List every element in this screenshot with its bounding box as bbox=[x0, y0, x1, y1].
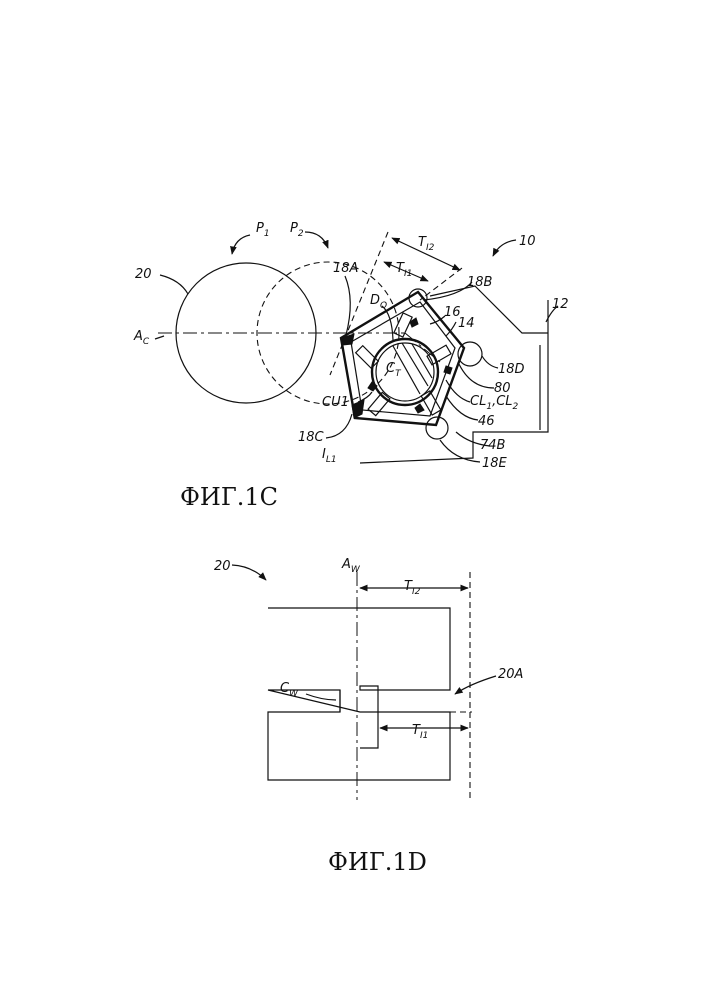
label-cw: CW bbox=[280, 681, 299, 699]
leader-20-arrow bbox=[232, 565, 266, 580]
leader-ac bbox=[155, 336, 164, 339]
leader-18c bbox=[326, 414, 352, 438]
chip-breaker-3 bbox=[415, 404, 424, 413]
ref-label-18c: 18C bbox=[298, 430, 325, 445]
label-p1: P1 bbox=[256, 221, 270, 239]
figure-caption-1d: ФИГ.1D bbox=[328, 848, 427, 876]
leader-80 bbox=[458, 362, 494, 388]
figure-1d: 20 AW TI2 CW 20A TI1 ФИГ.1D bbox=[214, 557, 523, 876]
label-ti2: TI2 bbox=[418, 235, 435, 253]
leader-10-arrow bbox=[493, 240, 516, 256]
ref-label-74b: 74B bbox=[480, 438, 506, 453]
leader-cw bbox=[306, 694, 336, 700]
figure-caption-1c: ФИГ.1С bbox=[180, 483, 278, 511]
label-il1: IL1 bbox=[322, 447, 337, 465]
label-ct: CT bbox=[386, 361, 402, 379]
leader-p1-arrow bbox=[232, 235, 250, 254]
ref-label-18d: 18D bbox=[498, 362, 525, 377]
ref-label-20a: 20A bbox=[498, 667, 523, 682]
ref-label-18a: 18A bbox=[333, 261, 358, 276]
central-hole-inner bbox=[376, 343, 434, 401]
ref-label-20: 20 bbox=[214, 559, 231, 574]
label-do: DO bbox=[370, 293, 387, 311]
tool-holder-outline bbox=[360, 300, 548, 463]
leader-20a-arrow bbox=[455, 676, 496, 694]
ref-label-10: 10 bbox=[519, 234, 536, 249]
ref-label-46: 46 bbox=[478, 414, 495, 429]
label-cl: CL1,CL2 bbox=[470, 394, 519, 412]
chip-groove-2 bbox=[427, 345, 451, 365]
leader-18d bbox=[482, 356, 498, 368]
label-ac: AC bbox=[133, 329, 150, 347]
chip-breaker-4 bbox=[368, 382, 377, 391]
leader-18b bbox=[424, 282, 472, 300]
ref-label-cu1: CU1 bbox=[322, 395, 349, 410]
label-ti1: TI1 bbox=[396, 261, 412, 279]
ref-label-18b: 18B bbox=[467, 275, 493, 290]
insert-corner-18c bbox=[352, 400, 364, 418]
ref-label-12: 12 bbox=[552, 297, 569, 312]
leader-p2-arrow bbox=[305, 232, 328, 248]
chip-breaker-2 bbox=[444, 366, 452, 374]
label-ti1: TI1 bbox=[412, 723, 428, 741]
leader-20 bbox=[160, 275, 188, 294]
figure-1c: 20 P1 P2 TI2 TI1 10 18A 18B 12 DO 16 14 … bbox=[133, 221, 569, 511]
ref-label-14: 14 bbox=[458, 316, 475, 331]
ref-label-18e: 18E bbox=[482, 456, 508, 471]
label-ti2: TI2 bbox=[404, 579, 421, 597]
label-aw: AW bbox=[341, 557, 361, 575]
label-p2: P2 bbox=[290, 221, 304, 239]
ref-label-20: 20 bbox=[135, 267, 152, 282]
